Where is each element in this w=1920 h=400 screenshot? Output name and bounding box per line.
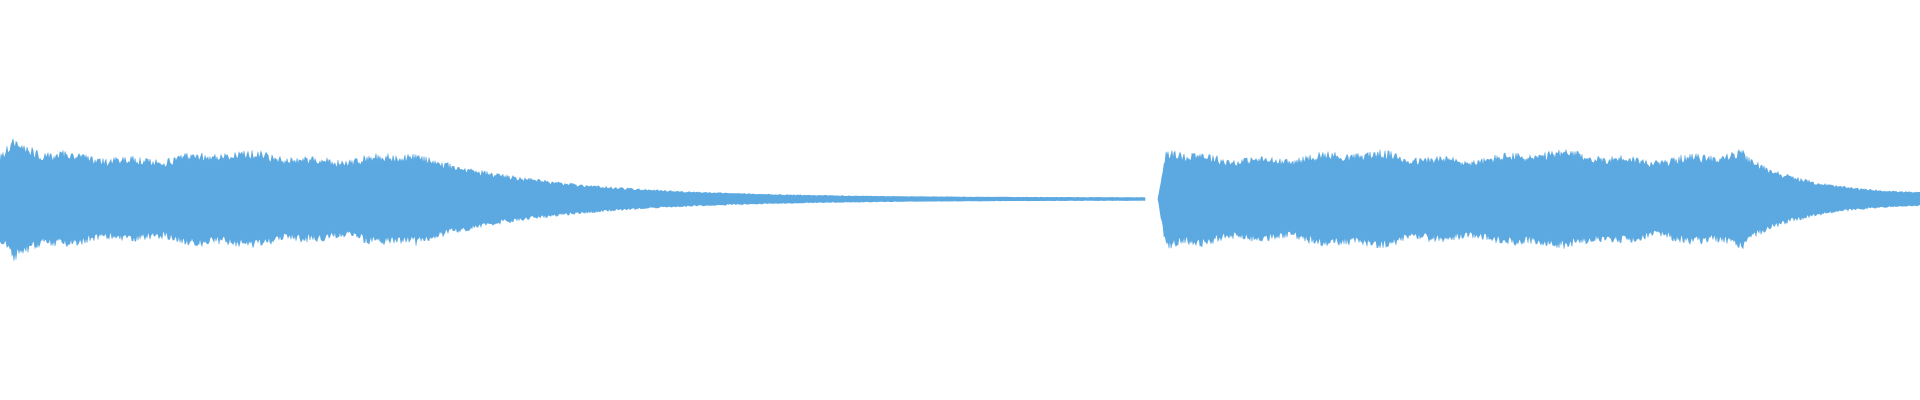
waveform-clip-2 xyxy=(1157,148,1920,250)
clip-2-waveform-shape xyxy=(1157,148,1920,250)
waveform-clip-1 xyxy=(0,138,1146,261)
clip-1-waveform-shape xyxy=(0,138,1146,261)
